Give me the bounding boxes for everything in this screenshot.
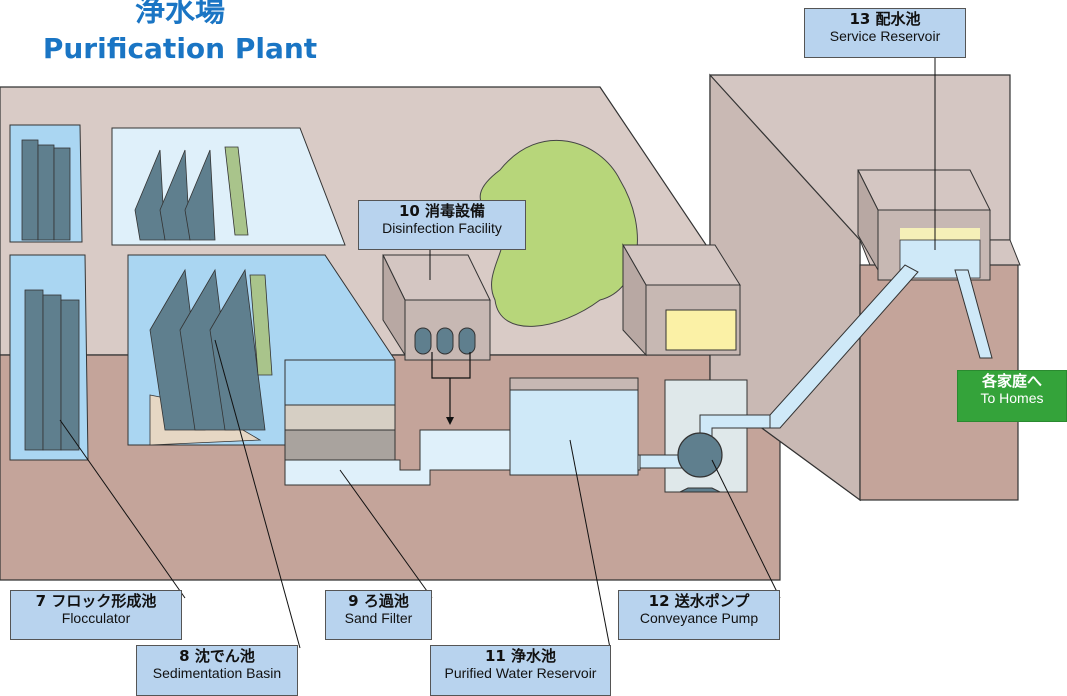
label-disinfection: 10 消毒設備 Disinfection Facility — [358, 200, 526, 250]
pump-base — [679, 487, 721, 493]
green-strip-1 — [224, 146, 249, 236]
baffles — [21, 139, 266, 451]
label-flocculator-jp: 7 フロック形成池 — [35, 592, 157, 610]
title-en: Purification Plant — [42, 32, 318, 65]
leader-lines — [59, 58, 936, 649]
sand-filter-sand — [284, 404, 396, 431]
label-sedimentation-en: Sedimentation Basin — [152, 665, 282, 682]
reservoir-box-top — [857, 169, 991, 211]
label-sand-filter-jp: 9 ろ過池 — [348, 592, 409, 610]
label-pump: 12 送水ポンプ Conveyance Pump — [618, 590, 780, 640]
chlorine-tanks — [414, 327, 476, 355]
dosing-line — [431, 352, 471, 420]
label-service-reservoir-en: Service Reservoir — [829, 28, 941, 45]
label-disinfection-jp: 10 消毒設備 — [398, 202, 486, 220]
label-purified-reservoir-en: Purified Water Reservoir — [444, 665, 597, 682]
label-service-reservoir: 13 配水池 Service Reservoir — [804, 8, 966, 58]
label-pump-en: Conveyance Pump — [639, 610, 759, 627]
sand-filter-water — [284, 359, 396, 406]
label-homes-en: To Homes — [980, 390, 1044, 407]
label-homes: 各家庭へ To Homes — [957, 370, 1067, 422]
label-disinfection-en: Disinfection Facility — [382, 220, 502, 237]
label-sedimentation-jp: 8 沈でん池 — [179, 647, 255, 665]
label-purified-reservoir: 11 浄水池 Purified Water Reservoir — [430, 645, 611, 696]
label-flocculator-en: Flocculator — [61, 610, 131, 627]
title-jp: 浄水場 — [135, 0, 225, 29]
outlet-pipe — [954, 269, 993, 359]
label-sand-filter: 9 ろ過池 Sand Filter — [325, 590, 432, 640]
label-sand-filter-en: Sand Filter — [344, 610, 413, 627]
label-flocculator: 7 フロック形成池 Flocculator — [10, 590, 182, 640]
label-purified-reservoir-jp: 11 浄水池 — [484, 647, 557, 665]
sand-filter-gravel — [284, 429, 396, 461]
label-sedimentation: 8 沈でん池 Sedimentation Basin — [136, 645, 298, 696]
green-strip-2 — [249, 274, 273, 376]
label-homes-jp: 各家庭へ — [981, 372, 1042, 390]
pump-icon — [677, 432, 723, 478]
dosing-arrow-icon — [446, 417, 454, 425]
purified-reservoir-top — [509, 377, 639, 391]
label-service-reservoir-jp: 13 配水池 — [849, 10, 921, 28]
building-window — [665, 309, 737, 351]
label-pump-jp: 12 送水ポンプ — [648, 592, 750, 610]
